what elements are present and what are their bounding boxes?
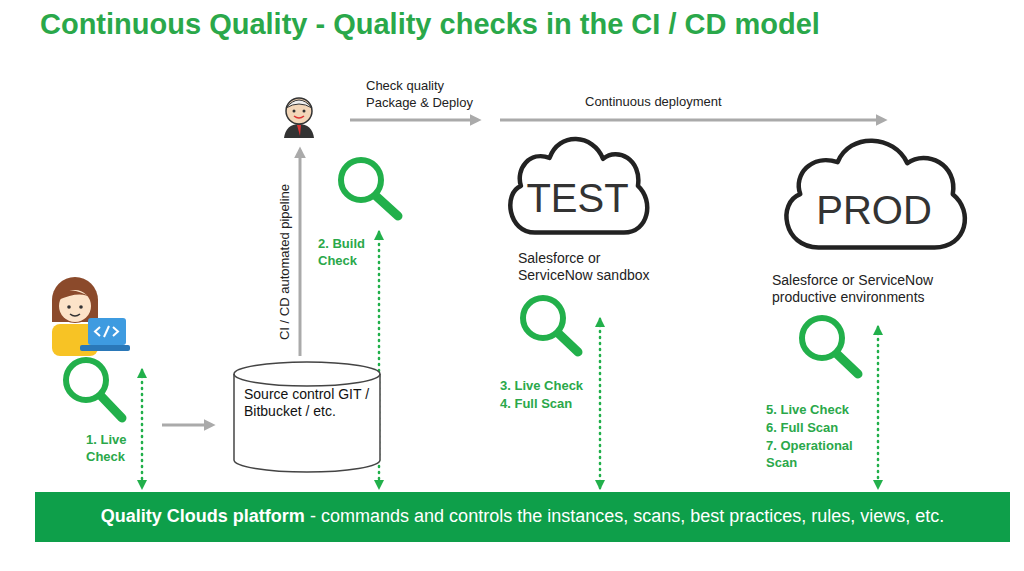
code-symbol xyxy=(113,327,118,336)
magnifier-handle xyxy=(376,196,398,216)
face xyxy=(59,290,91,322)
check-label: 3. Live Check xyxy=(500,378,596,395)
suit xyxy=(284,124,314,138)
environment-cloud: PROD Salesforce or ServiceNow productive … xyxy=(765,118,980,323)
check-label: 1. Live Check xyxy=(86,432,138,466)
check-label: 6. Full Scan xyxy=(766,420,872,437)
eye xyxy=(79,305,83,309)
developer-icon xyxy=(52,277,130,356)
magnifier-icon xyxy=(341,160,398,216)
hair xyxy=(286,100,312,108)
magnifier-lens xyxy=(802,318,842,358)
pipeline-label: CI / CD automated pipeline xyxy=(277,167,295,357)
diagram-title: Continuous Quality - Quality checks in t… xyxy=(40,8,820,41)
hair xyxy=(58,290,92,300)
magnifier-lens xyxy=(66,360,106,400)
magnifier-icon xyxy=(802,318,858,374)
check-label: 2. Build Check xyxy=(318,236,374,270)
band-text: - commands and controls the instances, s… xyxy=(310,506,944,528)
jenkins-icon xyxy=(284,98,314,138)
cloud-name: PROD xyxy=(773,186,975,234)
eye xyxy=(67,305,71,309)
flow-label: Continuous deployment xyxy=(585,94,765,111)
deployment-arrow xyxy=(500,119,884,122)
eye xyxy=(303,110,306,113)
check-label: 7. Operational Scan xyxy=(766,438,872,472)
check-label: 5. Live Check xyxy=(766,402,872,419)
flow-label: Check quality Package & Deploy xyxy=(366,78,484,112)
flow-arrow xyxy=(350,119,478,122)
magnifier-lens xyxy=(523,298,563,338)
cylinder-body xyxy=(234,362,380,472)
magnifier-icon xyxy=(66,360,122,418)
code-symbol xyxy=(95,327,100,336)
platform-band: Quality Clouds platform- commands and co… xyxy=(35,492,1010,542)
source-control-cylinder: Source control GIT / Bitbucket / etc. xyxy=(232,360,382,475)
environment-cloud: TEST Salesforce or ServiceNow sandbox xyxy=(495,120,665,315)
magnifier-handle xyxy=(837,354,858,374)
cloud-caption: Salesforce or ServiceNow productive envi… xyxy=(772,272,977,306)
face xyxy=(286,98,312,124)
cloud-caption: Salesforce or ServiceNow sandbox xyxy=(518,250,663,284)
eye xyxy=(293,110,296,113)
dotted-connector xyxy=(877,327,880,488)
laptop-screen xyxy=(88,318,126,345)
magnifier-lens xyxy=(341,160,381,200)
check-label: 4. Full Scan xyxy=(500,396,596,413)
node-text: Source control GIT / Bitbucket / etc. xyxy=(244,386,372,420)
code-symbol xyxy=(104,326,109,337)
band-heading: Quality Clouds platform xyxy=(101,506,305,528)
magnifier-handle xyxy=(558,333,578,352)
hair xyxy=(52,277,98,323)
dotted-connector xyxy=(599,319,602,488)
magnifier-icon xyxy=(523,298,578,352)
cylinder-rim xyxy=(234,374,380,386)
mouth xyxy=(70,314,80,316)
laptop-base xyxy=(80,345,130,351)
flow-arrow xyxy=(162,424,212,427)
pipeline-arrow xyxy=(299,150,302,356)
tie xyxy=(297,125,301,136)
magnifier-handle xyxy=(101,396,122,418)
dotted-link xyxy=(141,370,144,488)
mouth xyxy=(294,116,304,118)
cloud-name: TEST xyxy=(500,174,655,222)
